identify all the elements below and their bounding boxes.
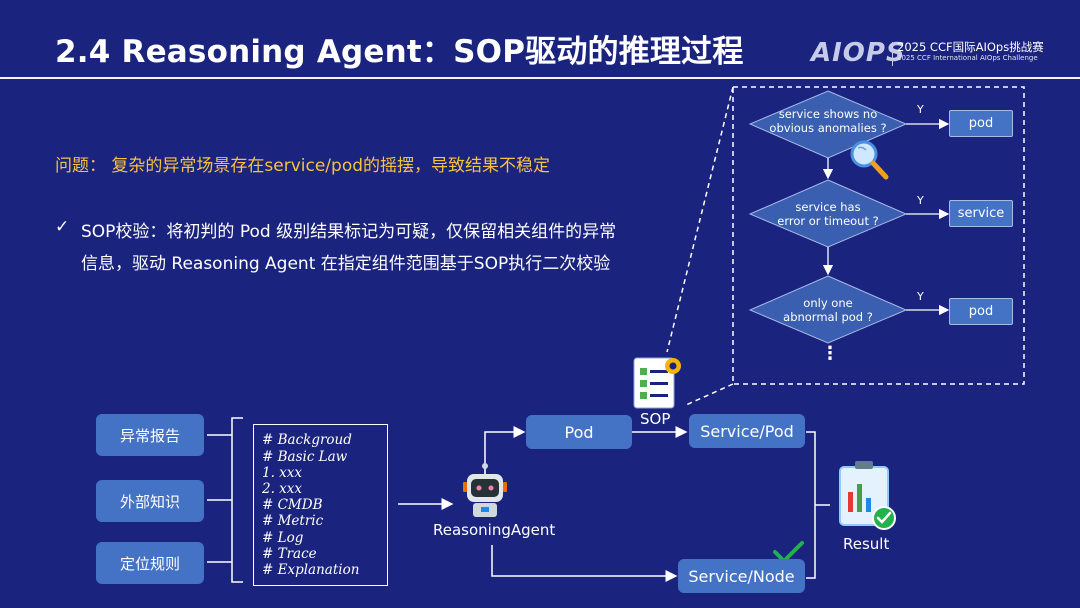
prompt-line: # Explanation [262,562,360,578]
sop-label: SOP [640,410,671,428]
prompt-line: # Trace [262,546,317,562]
aiops-logo: AIOPS [811,38,906,68]
magnifier-icon [850,140,889,180]
prompt-line: # CMDB [262,497,323,513]
prompt-line: 1. xxx [262,465,303,481]
yes-label-2: Y [917,194,924,207]
logo-subtitle-en: 2025 CCF International AIOps Challenge [897,54,1038,62]
service-node-box: Service/Node [678,559,805,593]
prompt-line: # Metric [262,513,324,529]
logo-separator [892,42,893,66]
logo-subtitle-cn: 2025 CCF国际AIOps挑战赛 [897,40,1044,54]
pod-box: Pod [526,415,632,449]
outcome-pod-2: pod [949,298,1013,325]
robot-icon [463,463,507,517]
input-localization-rules: 定位规则 [96,542,204,584]
prompt-template-box [253,424,388,586]
more-ellipsis: ⋮ [821,343,839,364]
bullet-line-1: SOP校验：将初判的 Pod 级别结果标记为可疑，仅保留相关组件的异常 [81,222,617,242]
service-pod-box: Service/Pod [689,414,805,448]
input-external-knowledge: 外部知识 [96,480,204,522]
input-anomaly-report: 异常报告 [96,414,204,456]
result-clipboard-icon [839,461,896,530]
prompt-line: # Backgroud [262,432,352,448]
yes-label-3: Y [917,290,924,303]
prompt-line: # Log [262,530,304,546]
callout-line-top [666,86,734,353]
outcome-pod-1: pod [949,110,1013,137]
title-divider [0,77,1080,79]
problem-statement: 问题： 复杂的异常场景存在service/pod的摇摆，导致结果不稳定 [55,156,551,176]
check-icon: ✓ [55,217,70,237]
sop-callout-box [732,86,1025,385]
reasoning-agent-label: ReasoningAgent [433,521,556,539]
outcome-service: service [949,200,1013,227]
result-label: Result [843,535,890,553]
prompt-line: # Basic Law [262,449,348,465]
prompt-line: 2. xxx [262,481,303,497]
callout-line-bottom [685,383,734,406]
bullet-line-2: 信息，驱动 Reasoning Agent 在指定组件范围基于SOP执行二次校验 [81,254,611,274]
yes-label-1: Y [917,103,924,116]
page-title: 2.4 Reasoning Agent：SOP驱动的推理过程 [55,34,744,70]
sop-document-icon [633,357,681,409]
decision-diamond-3 [748,275,908,344]
